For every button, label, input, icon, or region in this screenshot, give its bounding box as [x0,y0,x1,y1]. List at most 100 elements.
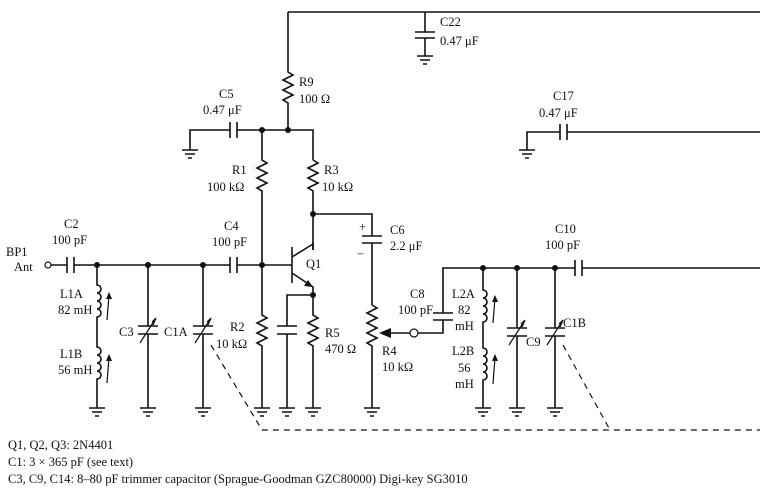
c10-symbol [574,260,583,276]
c1b-label: C1B [563,316,586,330]
c22-symbol [415,31,435,39]
c1-gang-link [210,344,760,431]
r2-value: 10 kΩ [216,337,247,351]
parts-notes: Q1, Q2, Q3: 2N4401 C1: 3 × 365 pF (see t… [8,437,468,488]
emitter-bypass-symbol [277,325,297,335]
l1a-inductor [96,265,102,338]
c6-name: C6 [390,223,405,237]
r3-wire [288,129,314,160]
c6-minus: − [357,247,364,261]
c5-name: C5 [219,87,234,101]
ant-label: Ant [14,260,33,274]
c4-symbol [229,257,238,273]
c1b-adjust [546,319,564,346]
l2a-unit: mH [455,319,474,333]
l2b-unit: mH [455,377,474,391]
c6-value: 2.2 μF [390,239,422,253]
c2-symbol [66,257,75,273]
c8-symbol [433,312,453,321]
r2-name: R2 [230,320,245,334]
c10-value: 100 pF [545,238,580,252]
l2b-inductor [482,340,488,408]
l2a-arrowhead [492,295,498,302]
c5-ground-icon [182,149,198,159]
c10-name: C10 [555,222,576,236]
r4-wiper-terminal [409,328,419,338]
c1a-label: C1A [164,325,188,339]
q1-emitter-arrow [304,280,313,287]
c3-ground-icon [140,407,156,417]
c1a-ground-icon [195,407,211,417]
r5-value: 470 Ω [325,342,356,356]
c17-wire [526,131,760,150]
l2b-value: 56 [458,361,471,375]
l2a-inductor [482,268,488,340]
r4-wiper-arrow [379,328,391,338]
r1-value: 100 kΩ [207,180,244,194]
c6-wire [313,213,373,305]
emitter-bypass-wire [286,294,313,408]
c17-ground-icon [519,149,535,159]
l1b-inductor [96,338,102,408]
l1a-name: L1A [60,287,83,301]
l1b-adjust-arrow [106,356,110,384]
l2-ground-icon [475,407,491,417]
r4-value: 10 kΩ [382,360,413,374]
l2a-adjust-arrow [492,297,496,324]
r4-ground-icon [364,407,380,417]
c22-name: C22 [440,15,461,29]
l2a-value: 82 [458,303,471,317]
c4-value: 100 pF [212,235,247,249]
c17-name: C17 [553,89,574,103]
c3-label: C3 [119,325,134,339]
bp1-label: BP1 [6,245,28,259]
bp1-terminal [44,261,52,269]
c9-adjust [508,319,526,346]
c5-value: 0.47 μF [203,103,242,117]
r5-resistor [306,295,320,408]
r1-name: R1 [232,163,247,177]
c3-adjust [139,317,157,344]
c2-value: 100 pF [52,233,87,247]
c17-symbol [559,124,568,140]
l2b-arrowhead [492,354,498,361]
c8-value: 100 pF [398,303,433,317]
l1a-value: 82 mH [58,303,92,317]
r3-value: 10 kΩ [322,180,353,194]
c1b-ground-icon [547,407,563,417]
c9-symbol [507,327,527,337]
c8-name: C8 [410,287,425,301]
l2a-name: L2A [452,287,475,301]
l1b-arrowhead [106,354,112,361]
l1a-adjust-arrow [106,294,110,321]
l2b-name: L2B [452,344,474,358]
l1b-value: 56 mH [58,363,92,377]
note-transistors: Q1, Q2, Q3: 2N4401 [8,438,114,452]
c3-symbol [138,325,158,335]
r2-ground-icon [254,407,270,417]
c1a-symbol [193,325,213,335]
l1b-name: L1B [60,347,82,361]
note-trimmers: C3, C9, C14: 8–80 pF trimmer capacitor (… [8,472,468,486]
r4-name: R4 [382,344,397,358]
c22-value: 0.47 μF [440,34,479,48]
r4-potentiometer [365,304,379,408]
c2-name: C2 [64,217,79,231]
r5-ground-icon [305,407,321,417]
r5-name: R5 [325,326,340,340]
c1b-gang-link [562,344,611,431]
r9-resistor [281,66,295,128]
c1b-symbol [545,327,565,337]
q1-collector [291,242,314,258]
supply-rail-top [287,11,760,66]
c4-name: C4 [224,219,239,233]
q1-label: Q1 [306,257,321,271]
c5-wire [189,129,288,150]
r2-resistor [255,265,269,408]
note-c1: C1: 3 × 365 pF (see text) [8,455,134,469]
c17-value: 0.47 μF [539,106,578,120]
r1-resistor [255,130,269,265]
r3-name: R3 [324,163,339,177]
c8-wire [418,267,760,334]
